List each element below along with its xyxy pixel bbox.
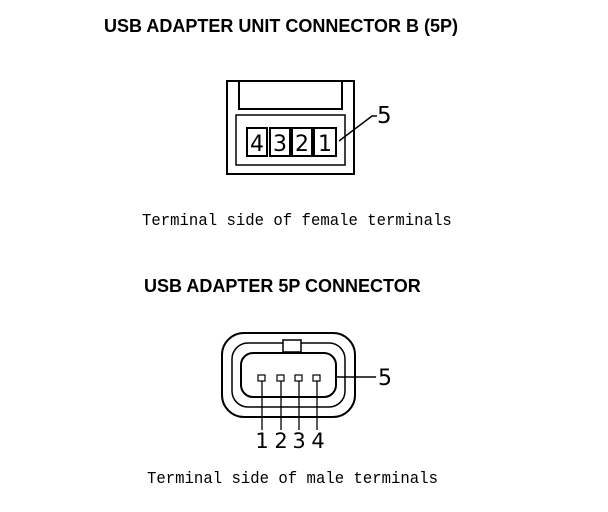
female-pin-cell-2 bbox=[291, 127, 313, 157]
male-pin-pad-1 bbox=[257, 374, 266, 382]
male-pin-pad-2 bbox=[276, 374, 285, 382]
male-terminal-face bbox=[240, 352, 337, 398]
female-pin-label: 1 bbox=[318, 132, 332, 157]
female-housing-inner bbox=[235, 114, 346, 166]
male-pin-label: 2 bbox=[274, 429, 287, 453]
male-pin-pad-3 bbox=[294, 374, 303, 382]
male-pin-labels: 1 2 3 4 bbox=[255, 429, 324, 453]
female-pin-labels: 4 3 2 1 bbox=[250, 132, 332, 157]
male-pin-pad-4 bbox=[312, 374, 321, 382]
female-pin-label: 4 bbox=[250, 132, 264, 157]
male-pin-label: 1 bbox=[255, 429, 268, 453]
female-housing-latch bbox=[238, 81, 343, 110]
male-pin-label: 3 bbox=[292, 429, 305, 453]
female-callout-leader bbox=[338, 115, 377, 142]
female-pin-label: 3 bbox=[273, 132, 287, 157]
female-connector-title: USB ADAPTER UNIT CONNECTOR B (5P) bbox=[104, 16, 459, 36]
male-key-tab bbox=[282, 339, 302, 353]
male-pin-label: 4 bbox=[311, 429, 324, 453]
female-connector-caption: Terminal side of female terminals bbox=[142, 212, 452, 231]
female-pin-label: 2 bbox=[295, 132, 309, 157]
female-pin-cell-4 bbox=[246, 127, 268, 157]
female-callout-label: 5 bbox=[377, 103, 392, 129]
female-connector bbox=[226, 80, 377, 175]
male-housing-outer bbox=[221, 332, 356, 418]
female-pin-cell-3 bbox=[269, 127, 291, 157]
female-housing-outer bbox=[226, 80, 355, 175]
male-connector bbox=[221, 332, 376, 430]
male-connector-title: USB ADAPTER 5P CONNECTOR bbox=[144, 276, 421, 296]
female-pin-cell-1 bbox=[313, 127, 337, 157]
male-connector-caption: Terminal side of male terminals bbox=[147, 470, 438, 489]
male-callout-label: 5 bbox=[378, 366, 392, 391]
